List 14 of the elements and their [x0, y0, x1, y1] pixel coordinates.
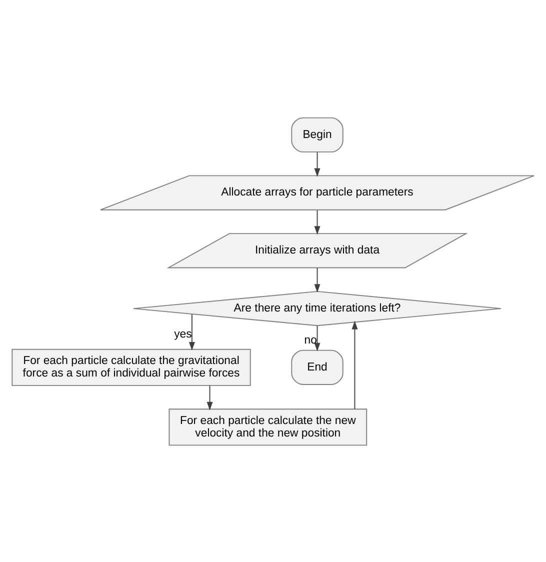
- arrow: [352, 320, 358, 409]
- arrow: [314, 267, 320, 292]
- arrow: [314, 324, 320, 351]
- edge-label: no: [304, 334, 317, 346]
- node-box: End: [291, 349, 344, 384]
- node-box: For each particle calculate the new velocity and the new position: [168, 408, 368, 446]
- arrow: [188, 313, 195, 350]
- node-box: For each particle calculate the gravitational force as a sum of individual pairwise forces: [12, 348, 251, 386]
- arrow: [206, 384, 213, 410]
- arrow: [314, 151, 320, 176]
- node-diamond: Are there any time iterations left?: [132, 290, 502, 326]
- node-box: Begin: [291, 116, 344, 152]
- edge-label: yes: [174, 328, 192, 340]
- arrow: [314, 209, 320, 234]
